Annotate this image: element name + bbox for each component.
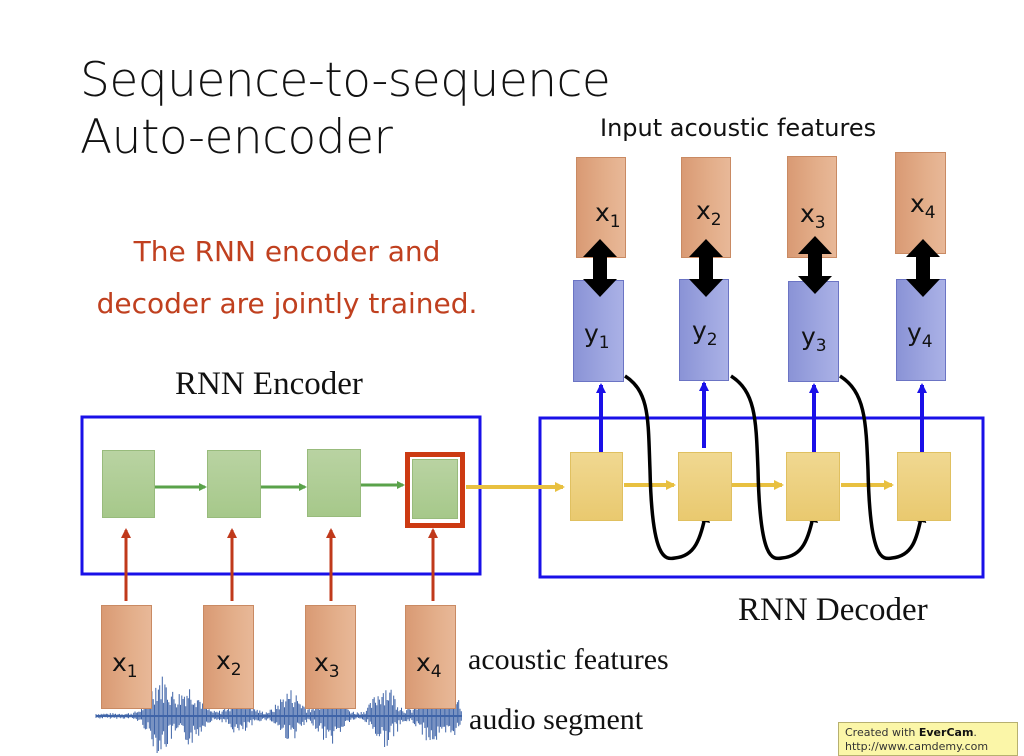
decoder-cell-1 bbox=[570, 452, 623, 521]
decoder-output-symbol: y2 bbox=[692, 316, 718, 350]
acoustic-features-label: acoustic features bbox=[468, 643, 669, 676]
audio-waveform bbox=[95, 676, 462, 753]
encoder-cell-4 bbox=[412, 459, 458, 519]
input-feature-box: x4 bbox=[405, 605, 456, 709]
feedback-arrow bbox=[730, 374, 818, 561]
encoder-frame bbox=[80, 415, 482, 576]
target-feature-box: x1 bbox=[576, 157, 626, 258]
decoder-output-symbol: y1 bbox=[584, 319, 610, 353]
target-feature-symbol: x2 bbox=[696, 196, 722, 230]
credit-url: http://www.camdemy.com bbox=[845, 740, 989, 753]
decoder-output-box: y1 bbox=[573, 280, 624, 382]
input-feature-symbol: x4 bbox=[416, 648, 442, 682]
target-feature-box: x4 bbox=[895, 152, 946, 254]
target-feature-symbol: x4 bbox=[910, 189, 936, 223]
evercam-watermark: Created with EverCam. http://www.camdemy… bbox=[838, 722, 1018, 756]
input-feature-box: x3 bbox=[305, 605, 356, 709]
joint-training-note: The RNN encoder and decoder are jointly … bbox=[62, 226, 512, 330]
target-feature-box: x3 bbox=[787, 156, 837, 258]
encoder-final-cell-highlight bbox=[405, 452, 465, 528]
input-feature-box: x1 bbox=[101, 605, 152, 709]
credit-line-1: Created with EverCam. bbox=[845, 726, 977, 739]
decoder-label: RNN Decoder bbox=[738, 592, 928, 628]
target-feature-symbol: x3 bbox=[800, 199, 826, 233]
note-line-1: The RNN encoder and bbox=[133, 235, 441, 268]
decoder-output-symbol: y4 bbox=[907, 318, 933, 352]
decoder-cell-4 bbox=[897, 452, 951, 521]
audio-segment-label: audio segment bbox=[469, 703, 644, 736]
decoder-output-box: y3 bbox=[788, 281, 839, 382]
input-feature-symbol: x2 bbox=[216, 646, 242, 680]
feedback-arrow bbox=[624, 374, 710, 561]
input-feature-symbol: x1 bbox=[112, 648, 138, 682]
encoder-cell-2 bbox=[207, 450, 261, 518]
title-line-1: Sequence-to-sequence bbox=[80, 53, 611, 108]
feedback-arrow bbox=[839, 374, 927, 561]
decoder-output-box: y4 bbox=[896, 279, 946, 381]
encoder-cell-1 bbox=[102, 450, 155, 518]
decoder-frame bbox=[538, 416, 985, 579]
decoder-output-box: y2 bbox=[679, 279, 729, 381]
note-line-2: decoder are jointly trained. bbox=[96, 287, 478, 320]
title-line-2: Auto-encoder bbox=[80, 110, 393, 165]
input-feature-box: x2 bbox=[203, 605, 254, 709]
input-features-label: Input acoustic features bbox=[600, 114, 877, 142]
slide-title: Sequence-to-sequence Auto-encoder bbox=[80, 52, 611, 166]
target-feature-box: x2 bbox=[681, 157, 731, 258]
decoder-cell-2 bbox=[678, 452, 732, 521]
target-feature-symbol: x1 bbox=[595, 198, 621, 232]
decoder-cell-3 bbox=[786, 452, 840, 521]
encoder-cell-3 bbox=[307, 449, 361, 517]
encoder-label: RNN Encoder bbox=[175, 366, 363, 402]
input-feature-symbol: x3 bbox=[314, 648, 340, 682]
decoder-output-symbol: y3 bbox=[801, 322, 827, 356]
